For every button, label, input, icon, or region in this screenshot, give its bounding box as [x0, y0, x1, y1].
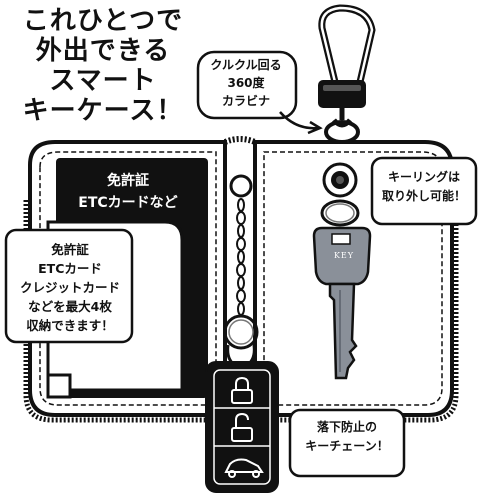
- chain-callout: [288, 408, 406, 478]
- white-card-callout-text: 免許証 ETCカード クレジットカード などを最大4枚 収納できます！: [10, 240, 130, 335]
- white-card-line-2: ETCカード: [38, 261, 102, 276]
- unlock-icon: [231, 412, 253, 442]
- key-ring-callout-text: キーリングは 取り外し可能！: [374, 168, 474, 206]
- key-ring-line-2: 取り外し可能！: [381, 189, 466, 203]
- carabiner-line-1: クルクル回る: [210, 58, 282, 72]
- black-card-line-2: ETCカードなど: [78, 195, 178, 211]
- white-card-line-3: クレジットカード: [19, 280, 120, 295]
- key-stamp: KEY: [333, 251, 355, 260]
- carabiner-hook: [318, 4, 376, 86]
- key-ring: [320, 162, 360, 227]
- carabiner-line-2: 360度: [227, 76, 265, 90]
- case-left-stitching: [39, 151, 217, 406]
- headline-line-4: キーケース！: [22, 96, 184, 126]
- zipper-right-edge: [258, 200, 459, 423]
- black-card-line-1: 免許証: [107, 173, 149, 189]
- white-card-line-5: 収納できます！: [26, 318, 114, 333]
- black-card-text: 免許証 ETCカードなど: [58, 170, 198, 214]
- key-fob: [205, 361, 279, 493]
- headline: これひとつで 外出できる スマート キーケース！: [14, 6, 192, 126]
- chain-callout-text: 落下防止の キーチェーン！: [292, 418, 402, 456]
- carabiner-line-3: カラビナ: [221, 94, 270, 108]
- car-trunk-icon: [224, 458, 264, 478]
- key-blade: [328, 282, 358, 380]
- carabiner: [318, 4, 376, 144]
- carabiner-callout: [196, 50, 323, 135]
- key-chain: [223, 174, 259, 368]
- key-head: [312, 226, 372, 286]
- carabiner-callout-text: クルクル回る 360度 カラビナ: [198, 56, 294, 110]
- carabiner-collar: [318, 80, 366, 108]
- key-ring-line-1: キーリングは: [387, 170, 460, 184]
- white-card-line-1: 免許証: [51, 242, 89, 257]
- zipper-top: [223, 136, 257, 145]
- headline-line-1: これひとつで: [22, 6, 184, 36]
- chain-line-2: キーチェーン！: [305, 439, 389, 453]
- white-card-line-4: などを最大4枚: [28, 299, 112, 314]
- headline-line-3: スマート: [49, 66, 157, 96]
- zipper-left-edge: [23, 200, 222, 423]
- carabiner-ring: [324, 120, 360, 144]
- key: [312, 226, 372, 380]
- chain-line-1: 落下防止の: [316, 420, 377, 434]
- white-card-callout: [4, 228, 134, 344]
- headline-line-2: 外出できる: [35, 36, 171, 66]
- key-ring-callout: [370, 156, 478, 226]
- lock-icon: [231, 376, 253, 404]
